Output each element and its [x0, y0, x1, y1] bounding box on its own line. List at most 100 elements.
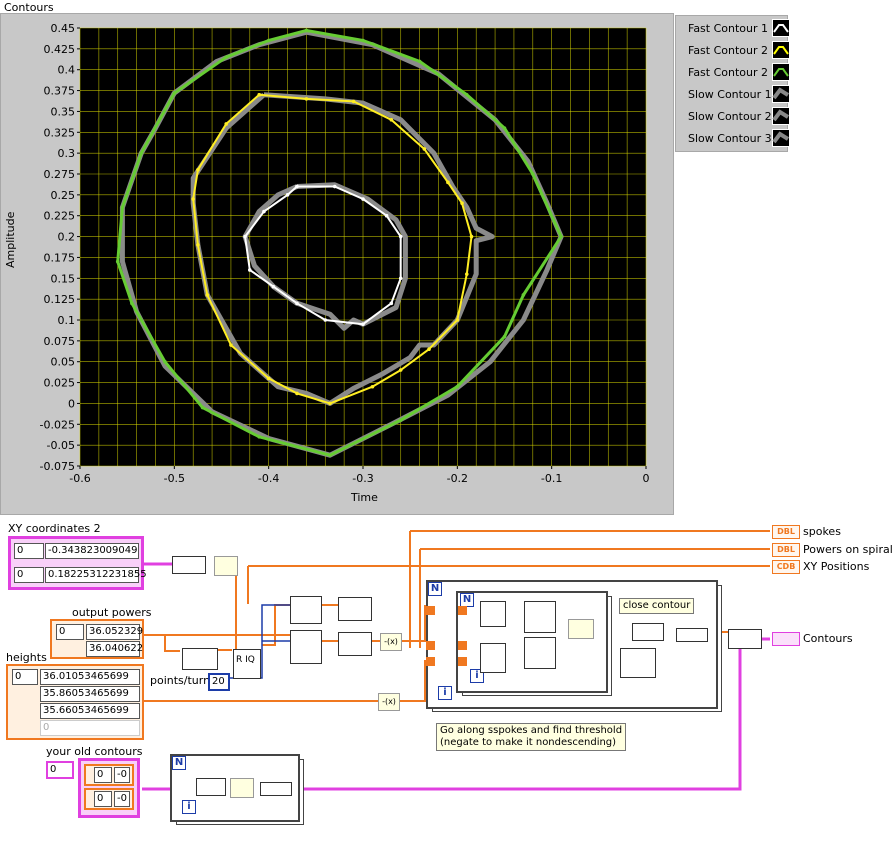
loop-count-terminal[interactable]: N: [172, 756, 186, 770]
data-point[interactable]: [469, 234, 474, 239]
data-point[interactable]: [455, 384, 460, 389]
interleave-node-top[interactable]: [290, 596, 322, 624]
data-point[interactable]: [361, 38, 365, 43]
data-point[interactable]: [304, 28, 309, 33]
heights-index[interactable]: 0: [12, 669, 38, 685]
bundle-node[interactable]: [676, 628, 708, 642]
data-point[interactable]: [464, 92, 469, 97]
data-point[interactable]: [328, 453, 332, 457]
data-point[interactable]: [361, 197, 365, 201]
data-point[interactable]: [389, 117, 394, 122]
series-line[interactable]: [244, 185, 402, 326]
data-point[interactable]: [398, 418, 403, 422]
build-array-node[interactable]: [182, 648, 218, 670]
complex-to-polar-node[interactable]: [480, 601, 506, 627]
legend-swatch[interactable]: [772, 107, 790, 125]
shift-register-inner[interactable]: [458, 606, 467, 615]
data-point[interactable]: [455, 318, 460, 322]
old-contours-array[interactable]: 0 -0 0 -0: [78, 758, 140, 818]
data-point[interactable]: [398, 368, 403, 372]
xy-coordinates-array[interactable]: 0 -0.343823009049 0 0.18225312231855: [8, 536, 147, 590]
shift-register-inner[interactable]: [458, 641, 467, 650]
data-point[interactable]: [460, 201, 464, 205]
data-point[interactable]: [163, 359, 167, 364]
data-point[interactable]: [200, 405, 205, 410]
legend-item[interactable]: Slow Contour 1: [684, 84, 790, 104]
data-point[interactable]: [398, 234, 403, 239]
data-point[interactable]: [243, 234, 247, 239]
data-point[interactable]: [398, 276, 403, 281]
legend-swatch[interactable]: [772, 63, 790, 81]
height-2[interactable]: 35.66053465699: [40, 703, 140, 719]
concatenate-node[interactable]: [620, 648, 656, 678]
height-0[interactable]: 36.01053465699: [40, 669, 140, 685]
points-per-turn-constant[interactable]: 20: [208, 673, 230, 691]
data-point[interactable]: [262, 209, 266, 214]
data-point[interactable]: [332, 184, 337, 189]
data-point[interactable]: [224, 55, 229, 59]
data-point[interactable]: [427, 347, 431, 352]
legend-item[interactable]: Fast Contour 2: [684, 62, 790, 82]
array-subset-node[interactable]: [632, 623, 664, 641]
old-contour-index[interactable]: 0: [94, 791, 112, 807]
data-point[interactable]: [351, 99, 356, 104]
data-point[interactable]: [285, 193, 290, 197]
data-point[interactable]: [328, 401, 332, 406]
data-point[interactable]: [295, 391, 299, 396]
legend-swatch[interactable]: [772, 19, 790, 37]
data-point[interactable]: [130, 301, 134, 306]
old-contour-index[interactable]: 0: [94, 767, 112, 783]
legend-swatch[interactable]: [772, 85, 790, 103]
complex-to-reim-node[interactable]: [480, 643, 506, 673]
interleave-node-bottom[interactable]: [290, 630, 322, 664]
data-point[interactable]: [323, 318, 328, 322]
data-point[interactable]: [120, 205, 125, 210]
data-point[interactable]: [464, 272, 469, 276]
data-point[interactable]: [295, 184, 299, 189]
data-point[interactable]: [196, 168, 200, 172]
shift-register-left[interactable]: [426, 641, 435, 650]
old-contour-row[interactable]: 0 -0: [84, 788, 134, 810]
build-complex-node[interactable]: [568, 619, 594, 639]
data-point[interactable]: [502, 126, 507, 130]
data-point[interactable]: [417, 59, 422, 64]
data-point[interactable]: [115, 259, 120, 264]
data-point[interactable]: [502, 334, 507, 339]
for-loop-inner[interactable]: N i: [456, 591, 608, 693]
old-contour-value[interactable]: -0: [114, 791, 130, 807]
legend-swatch[interactable]: [772, 129, 790, 147]
data-point[interactable]: [531, 172, 535, 176]
data-point[interactable]: [266, 376, 271, 381]
data-point[interactable]: [384, 213, 389, 218]
data-point[interactable]: [139, 151, 144, 155]
transpose-node-top[interactable]: [338, 597, 372, 621]
data-point[interactable]: [172, 91, 177, 95]
loop-count-terminal[interactable]: N: [428, 582, 442, 596]
loop-count-terminal[interactable]: N: [460, 593, 474, 607]
legend-item[interactable]: Slow Contour 2: [684, 106, 790, 126]
threshold-node-top[interactable]: [524, 601, 556, 633]
data-point[interactable]: [196, 243, 200, 247]
data-point[interactable]: [295, 301, 299, 306]
shift-register-left[interactable]: [426, 657, 435, 666]
polar-to-complex-node[interactable]: [233, 649, 261, 679]
legend-item[interactable]: Fast Contour 1: [684, 18, 790, 38]
shift-register-inner[interactable]: [458, 657, 467, 666]
output-powers-array[interactable]: 0 36.052329 36.040622: [50, 619, 144, 659]
data-point[interactable]: [370, 384, 375, 389]
data-point[interactable]: [205, 293, 210, 297]
legend-item[interactable]: Fast Contour 2: [684, 40, 790, 60]
negate-node-bottom[interactable]: -(x): [378, 693, 400, 711]
height-3[interactable]: 0: [40, 720, 140, 736]
data-point[interactable]: [257, 435, 262, 439]
build-contours-node[interactable]: [728, 629, 762, 649]
output-power-0[interactable]: 36.052329: [86, 624, 143, 640]
bundle-node[interactable]: [260, 782, 292, 796]
data-point[interactable]: [361, 322, 365, 326]
data-point[interactable]: [266, 38, 271, 43]
shift-register-left[interactable]: [426, 606, 435, 615]
data-point[interactable]: [248, 268, 252, 272]
data-point[interactable]: [446, 180, 450, 185]
xy-value-0[interactable]: -0.343823009049: [45, 543, 139, 559]
data-point[interactable]: [257, 92, 262, 97]
